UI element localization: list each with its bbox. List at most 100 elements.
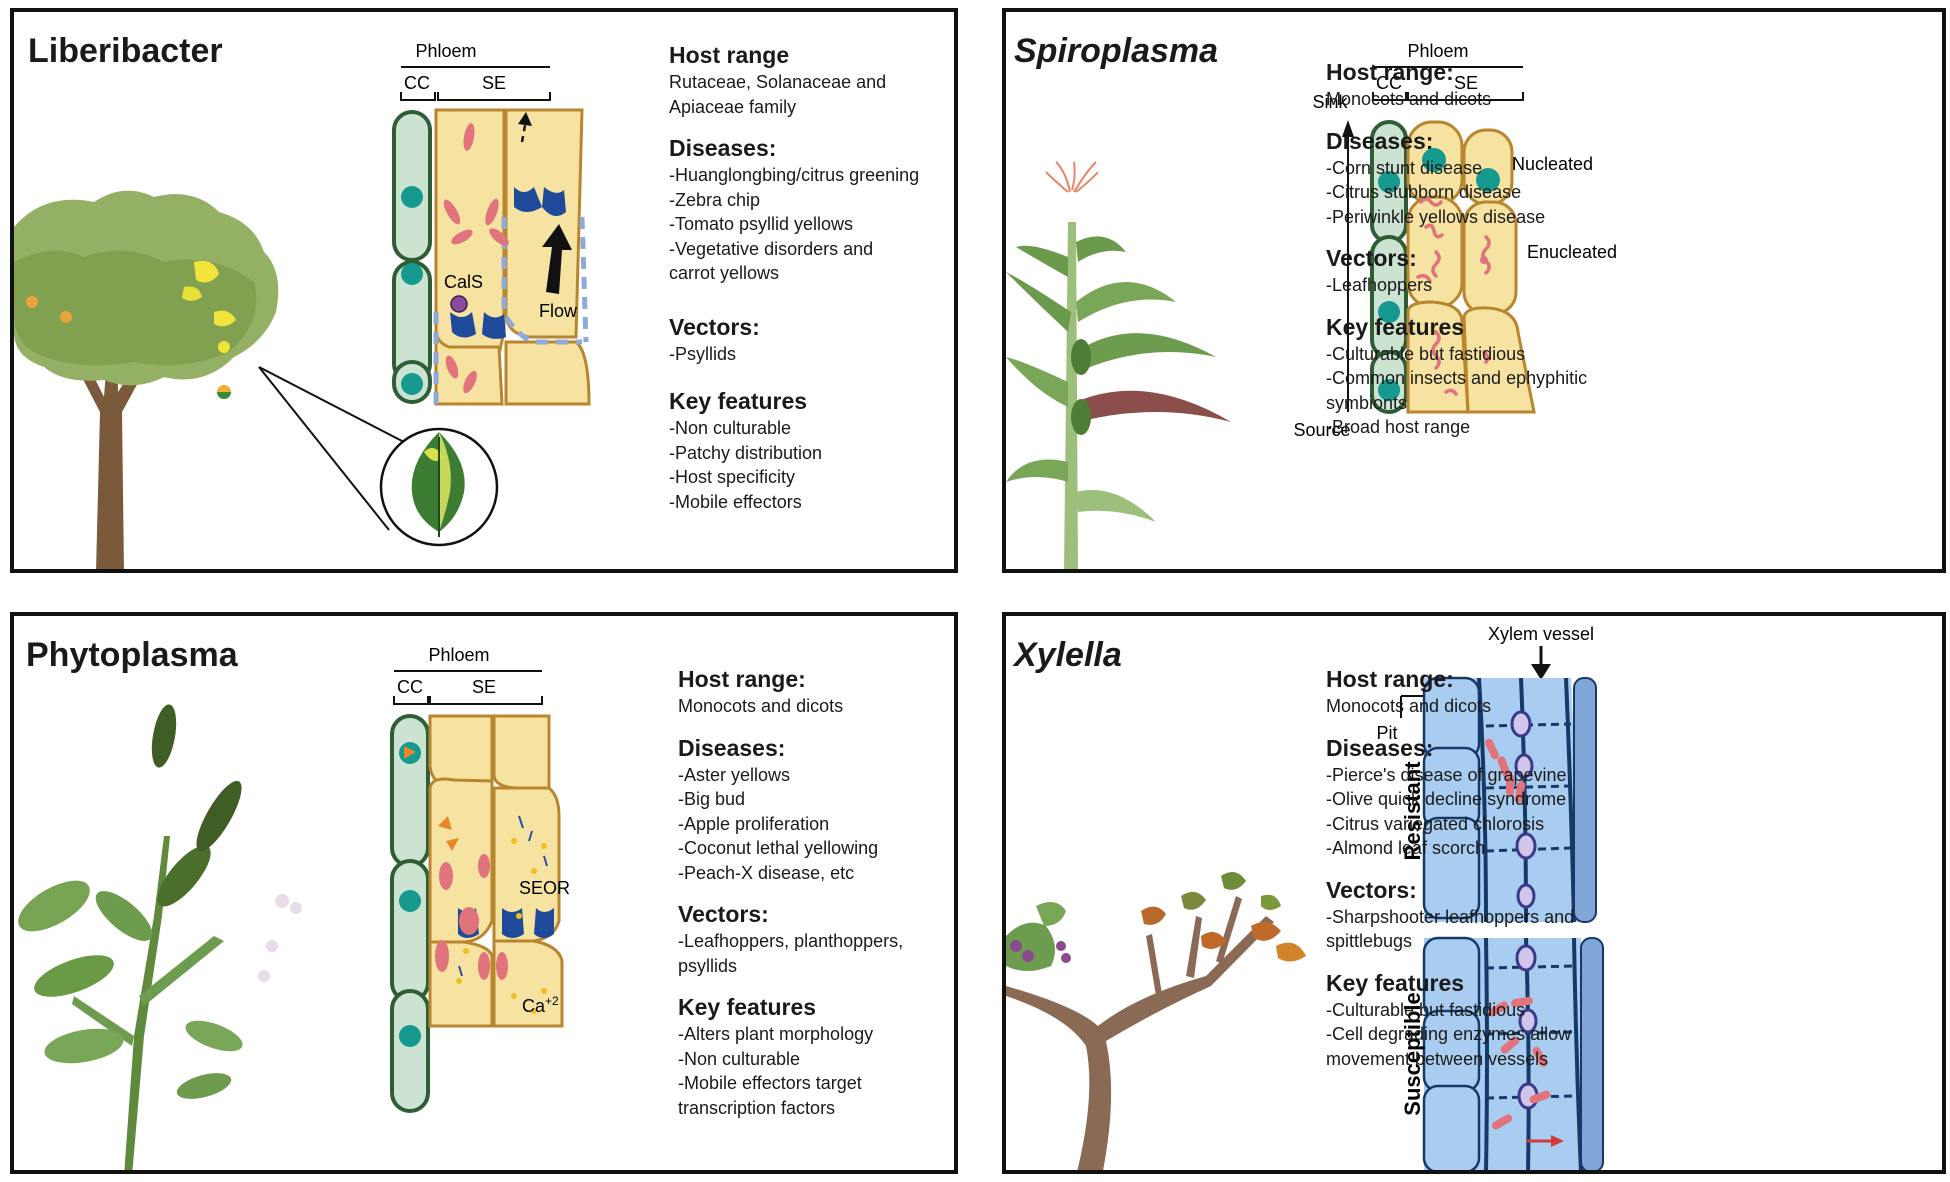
disease-item: -Olive quick decline syndrome: [1326, 789, 1567, 809]
panel-spiroplasma: Spiroplasma: [1002, 8, 1946, 573]
diseases-heading: Diseases:: [1326, 127, 1434, 154]
sieve-elements: [428, 714, 564, 1028]
info-column: Host range: Monocots and dicots Diseases…: [1326, 664, 1626, 1085]
susceptible-label: Susceptible: [1400, 992, 1425, 1115]
feature-item: -Cell degrading enzymes allow: [1326, 1024, 1572, 1044]
susceptible-xylem: [1422, 936, 1604, 1170]
disease-item: -Coconut lethal yellowing: [678, 838, 879, 858]
phloem-label: Phloem: [415, 41, 476, 61]
vectors-heading: Vectors:: [669, 313, 760, 340]
panel-title: Liberibacter: [28, 32, 223, 70]
host-range-line: Monocots and dicots: [1326, 89, 1492, 109]
feature-item: -Broad host range: [1326, 417, 1471, 437]
diseases-heading: Diseases:: [678, 734, 786, 761]
host-range-heading: Host range:: [678, 666, 806, 692]
feature-item: -Patchy distribution: [669, 442, 823, 463]
flow-arrow-icon: [542, 224, 572, 294]
feature-item: -Culturable but fastidious: [1326, 343, 1526, 364]
liberibacter-bacteria: [443, 123, 509, 394]
key-features-heading: Key features: [669, 388, 808, 414]
xylella-illustration: Xylem vessel Pit Resistant Susceptible: [1006, 624, 1604, 1170]
phloem-header: [393, 670, 543, 705]
seor-label: SEOR: [519, 878, 570, 898]
disease-item: carrot yellows: [669, 263, 780, 283]
phloem-label: Phloem: [428, 645, 489, 665]
spiroplasma-bacteria: [1416, 197, 1491, 396]
phloem-label: Phloem: [1407, 41, 1468, 61]
vector-item: spittlebugs: [1326, 931, 1413, 951]
info-column: Host range: Monocots and dicots Diseases…: [678, 664, 954, 1134]
host-range-heading: Host range: [669, 42, 790, 68]
feature-item: -Culturable but fastidious: [1326, 999, 1526, 1020]
cals-label: CalS: [444, 272, 483, 292]
disease-item: -Tomato psyllid yellows: [669, 214, 854, 234]
disease-item: -Vegetative disorders and: [669, 238, 874, 259]
feature-item: transcription factors: [678, 1097, 836, 1118]
vectors-heading: Vectors:: [1326, 876, 1417, 903]
spiroplasma-illustration: Phloem CC SE Sink Source Nucleated Enucl…: [1006, 41, 1617, 569]
diseases-heading: Diseases:: [1326, 734, 1434, 761]
feature-item: -Host specificity: [669, 467, 796, 487]
panel-title: Xylella: [1014, 636, 1122, 674]
vector-item: -Sharpshooter leafhoppers and: [1326, 906, 1575, 927]
panel-title: Phytoplasma: [26, 636, 238, 674]
vector-item: -Leafhoppers, planthoppers,: [678, 931, 904, 951]
key-features-heading: Key features: [678, 994, 817, 1020]
calcium-ions: [456, 838, 547, 1014]
flow-label: Flow: [539, 301, 578, 321]
diseases-heading: Diseases:: [669, 135, 777, 161]
sieve-elements: [1406, 120, 1536, 414]
citrus-tree-illustration: [14, 190, 279, 569]
corn-plant-illustration: [1006, 161, 1231, 569]
seor-filaments: [458, 815, 548, 977]
companion-cells: [1370, 120, 1408, 414]
vector-item: -Leafhoppers: [1326, 275, 1433, 295]
disease-item: -Peach-X disease, etc: [678, 862, 855, 883]
vectors-heading: Vectors:: [678, 901, 769, 927]
resistant-label: Resistant: [1400, 761, 1425, 861]
companion-cells: [390, 714, 430, 1113]
disease-item: -Corn stunt disease: [1326, 157, 1483, 178]
feature-item: -Common insects and ephyphitic: [1326, 368, 1588, 388]
disease-item: -Periwinkle yellows disease: [1326, 206, 1546, 227]
periwinkle-plant-illustration: [18, 704, 302, 1170]
grapevine-illustration: [1006, 872, 1306, 1170]
host-range-line: Rutaceae, Solanaceae and: [669, 72, 887, 92]
resistant-xylem: [1422, 676, 1597, 923]
nucleated-label: Nucleated: [1512, 154, 1593, 174]
disease-item: -Almond leaf scorch: [1326, 838, 1486, 858]
feature-item: -Non culturable: [669, 418, 792, 438]
calcium-label: Ca+2: [522, 994, 559, 1016]
leaf-zoom-inset: [258, 366, 499, 547]
disease-item: -Huanglongbing/citrus greening: [669, 165, 920, 185]
disease-item: -Citrus stubborn disease: [1326, 182, 1522, 202]
panel-liberibacter: Liberibacter: [10, 8, 958, 573]
feature-item: -Mobile effectors target: [678, 1073, 862, 1093]
cals-protein-marker: [450, 295, 468, 313]
vector-item: psyllids: [678, 955, 738, 976]
info-column: Host range: Monocots and dicots Diseases…: [1326, 57, 1626, 454]
host-range-heading: Host range:: [1326, 59, 1454, 85]
sieve-elements: [433, 108, 591, 406]
key-features-heading: Key features: [1326, 969, 1465, 996]
vector-item: -Psyllids: [669, 343, 737, 364]
host-range-line: Monocots and dicots: [1326, 696, 1492, 716]
host-range-line: Monocots and dicots: [678, 696, 844, 716]
key-features-heading: Key features: [1326, 313, 1465, 340]
source-label: Source: [1293, 420, 1350, 440]
vectors-heading: Vectors:: [1326, 245, 1417, 271]
disease-item: -Aster yellows: [678, 764, 791, 785]
sink-source-arrow: [1342, 120, 1354, 412]
panel-title: Spiroplasma: [1014, 32, 1219, 70]
pit-label: Pit: [1376, 723, 1397, 743]
disease-item: -Citrus variegated chlorosis: [1326, 813, 1545, 834]
feature-item: movement between vessels: [1326, 1048, 1549, 1069]
panel-phytoplasma: Phytoplasma: [10, 612, 958, 1174]
companion-cells: [392, 110, 432, 404]
feature-item: symbionts: [1326, 392, 1408, 413]
host-range-heading: Host range:: [1326, 666, 1454, 692]
feature-item: -Mobile effectors: [669, 491, 802, 512]
disease-item: -Pierce's disease of grapevine: [1326, 764, 1567, 785]
dashed-arrow-icon: [520, 119, 528, 143]
info-column: Host range Rutaceae, Solanaceae and Apia…: [669, 40, 954, 528]
